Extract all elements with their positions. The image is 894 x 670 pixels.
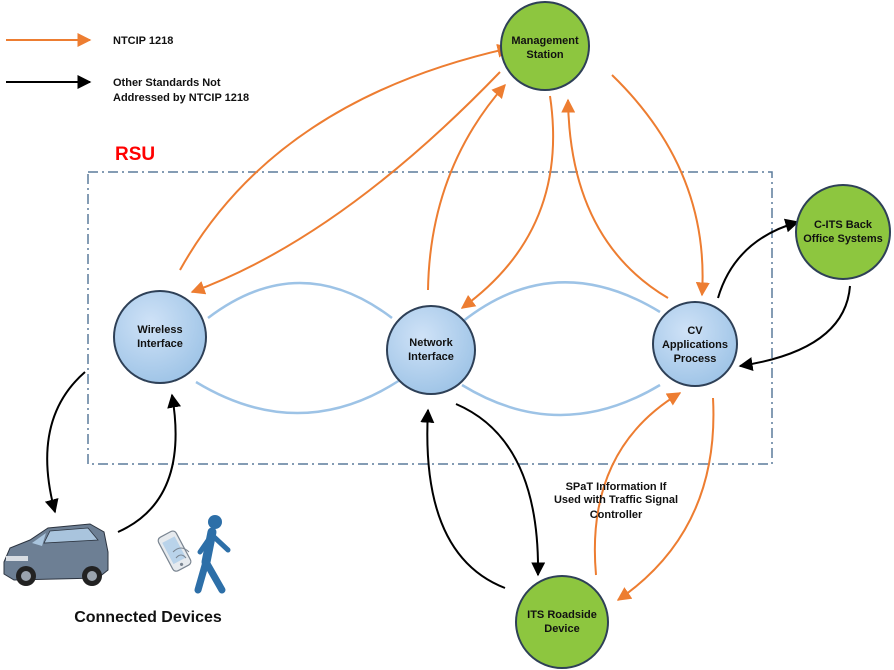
link-wireless-network-bottom — [195, 378, 401, 415]
spat-line1: SPaT Information If — [566, 481, 667, 493]
other-arrows — [44, 218, 851, 589]
cv-line1: CV — [687, 325, 703, 337]
node-cv-applications-process: CV Applications Process — [652, 301, 738, 387]
link-wireless-network-top — [207, 281, 393, 319]
pedestrian-icon — [194, 515, 231, 594]
management-line2: Station — [526, 49, 564, 61]
roadside-line1: ITS Roadside — [527, 609, 597, 621]
arrow-wireless-to-connected — [44, 371, 86, 514]
connected-devices-label: Connected Devices — [74, 609, 222, 626]
cv-line2: Applications — [662, 339, 728, 351]
spat-note: SPaT Information If Used with Traffic Si… — [554, 481, 678, 521]
legend-other-line2: Addressed by NTCIP 1218 — [113, 92, 249, 104]
arrow-roadside-to-cv — [593, 392, 682, 576]
smartphone-icon — [157, 530, 192, 572]
arrow-connected-to-wireless — [117, 393, 182, 533]
arrow-cv-to-roadside — [616, 397, 715, 601]
arrow-network-to-roadside — [455, 403, 546, 577]
legend-ntcip-label: NTCIP 1218 — [113, 35, 173, 47]
spat-line2: Used with Traffic Signal — [554, 494, 678, 506]
arrow-roadside-to-network — [420, 408, 506, 589]
legend-other-line1: Other Standards Not — [113, 77, 221, 89]
arrow-network-to-management — [427, 83, 506, 291]
legend: NTCIP 1218 Other Standards Not Addressed… — [6, 33, 249, 104]
ntcip-arrows — [179, 43, 715, 601]
arrow-cv-to-backoffice — [717, 218, 800, 299]
wireless-line1: Wireless — [137, 324, 182, 336]
link-network-cv-top — [461, 281, 661, 323]
roadside-line2: Device — [544, 623, 579, 635]
backoffice-line2: Office Systems — [803, 233, 882, 245]
car-icon — [3, 523, 109, 586]
arrow-backoffice-to-cv — [738, 285, 851, 372]
wireless-line2: Interface — [137, 338, 183, 350]
management-line1: Management — [511, 35, 579, 47]
cv-line3: Process — [674, 353, 717, 365]
spat-line3: Controller — [590, 509, 643, 521]
node-management-station: Management Station — [500, 1, 590, 91]
arrow-cv-to-management — [561, 98, 669, 299]
rsu-label: RSU — [115, 144, 155, 165]
arrow-wireless-to-management — [179, 43, 512, 271]
backoffice-line1: C-ITS Back — [814, 219, 873, 231]
node-network-interface: Network Interface — [386, 305, 476, 395]
arrow-management-to-wireless — [190, 71, 501, 295]
link-network-cv-bottom — [461, 383, 661, 417]
rsu-boundary — [87, 171, 773, 465]
internal-links — [195, 281, 661, 417]
node-wireless-interface: Wireless Interface — [113, 290, 207, 384]
arrow-management-to-cv — [611, 74, 710, 297]
network-line2: Interface — [408, 351, 454, 363]
node-its-roadside-device: ITS Roadside Device — [515, 575, 609, 669]
arrow-management-to-network — [460, 95, 554, 309]
node-c-its-back-office: C-ITS Back Office Systems — [795, 184, 891, 280]
network-line1: Network — [409, 337, 453, 349]
